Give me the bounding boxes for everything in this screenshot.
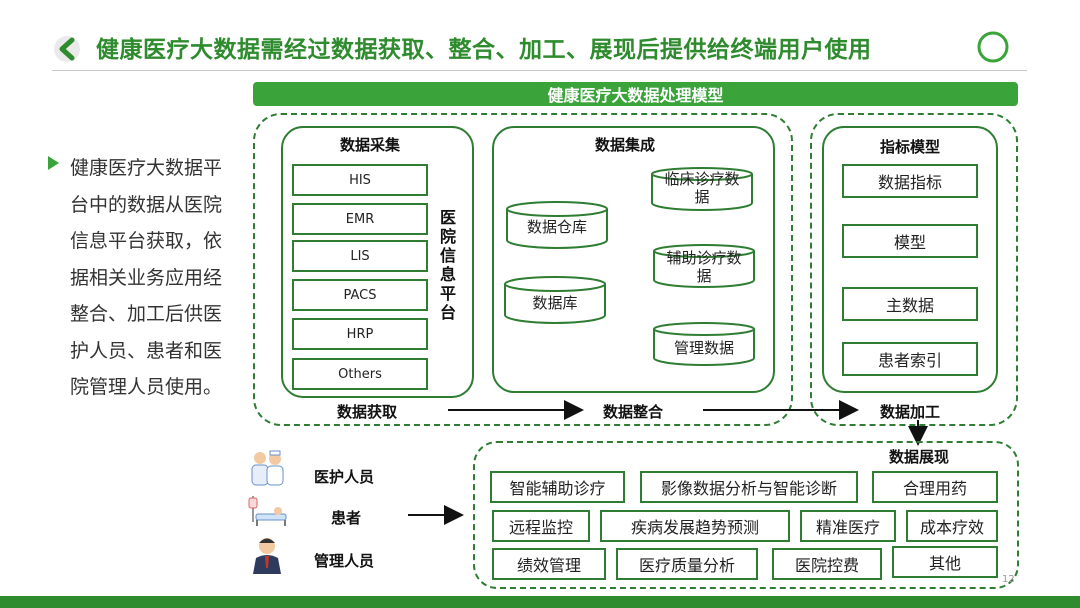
- indicator-item-3: 患者索引: [842, 342, 978, 376]
- system-box-lis: LIS: [292, 240, 428, 272]
- system-box-emr: EMR: [292, 203, 428, 235]
- app-cost-control: 医院控费: [772, 548, 882, 580]
- clinical-data-cylinder: [651, 167, 753, 211]
- patient-icon: [248, 496, 287, 526]
- applications-container: [473, 441, 1019, 589]
- indicator-item-0: 数据指标: [842, 164, 978, 198]
- processing-container: [253, 113, 793, 426]
- indicator-container: [810, 113, 1018, 426]
- user-label-manager: 管理人员: [314, 552, 375, 570]
- model-banner: 健康医疗大数据处理模型: [253, 82, 1018, 106]
- assist-data-cylinder: [653, 244, 755, 288]
- acquisition-title: 数据采集: [339, 136, 400, 154]
- app-remote-monitoring: 远程监控: [492, 510, 590, 542]
- store-right-2: 管理数据: [673, 339, 734, 357]
- manager-icon: [253, 538, 281, 574]
- flow-acquire-label: 数据获取: [337, 403, 398, 421]
- store-left-0: 数据仓库: [526, 218, 587, 236]
- indicator-item-2: 主数据: [842, 287, 978, 321]
- app-smart-assist-diagnosis: 智能辅助诊疗: [490, 471, 625, 503]
- store-right-1: 辅助诊疗数据: [666, 249, 742, 285]
- data-warehouse-cylinder: [506, 201, 608, 249]
- title-end-circle-icon: [977, 31, 1009, 63]
- integration-panel: [492, 126, 775, 393]
- app-rational-drug-use: 合理用药: [872, 471, 998, 503]
- doctor-nurse-icon: [251, 450, 284, 486]
- app-disease-trend-prediction: 疾病发展趋势预测: [600, 510, 790, 542]
- app-precision-medicine: 精准医疗: [800, 510, 896, 542]
- system-box-pacs: PACS: [292, 279, 428, 311]
- page-number: 12: [1002, 574, 1015, 585]
- database-cylinder: [504, 276, 606, 324]
- app-cost-effectiveness: 成本疗效: [906, 510, 998, 542]
- indicator-item-1: 模型: [842, 224, 978, 258]
- app-imaging-analysis: 影像数据分析与智能诊断: [640, 471, 858, 503]
- title-divider: [52, 70, 1027, 71]
- app-quality-analysis: 医疗质量分析: [616, 548, 758, 580]
- management-data-cylinder: [653, 322, 755, 366]
- back-chevron-icon[interactable]: [50, 34, 86, 64]
- bullet-triangle-icon: [48, 156, 59, 170]
- indicator-title: 指标模型: [879, 138, 940, 156]
- app-others: 其他: [892, 546, 998, 578]
- app-performance-management: 绩效管理: [492, 548, 606, 580]
- flow-process-label: 数据加工: [880, 403, 941, 421]
- acquisition-panel: [281, 126, 474, 398]
- description-text: 健康医疗大数据平台中的数据从医院信息平台获取，依据相关业务应用经整合、加工后供医…: [70, 157, 223, 398]
- page-title: 健康医疗大数据需经过数据获取、整合、加工、展现后提供给终端用户使用: [96, 37, 872, 63]
- system-box-hrp: HRP: [292, 318, 428, 350]
- system-box-his: HIS: [292, 164, 428, 196]
- user-label-patient: 患者: [331, 509, 362, 527]
- hospital-platform-label: 医院信息平台: [439, 208, 456, 322]
- indicator-panel: [822, 126, 998, 393]
- bottom-bar: [0, 596, 1080, 608]
- user-label-medical: 医护人员: [314, 468, 375, 486]
- flow-integrate-label: 数据整合: [603, 403, 664, 421]
- store-left-1: 数据库: [532, 294, 578, 312]
- store-right-0: 临床诊疗数据: [664, 170, 740, 206]
- integration-title: 数据集成: [594, 136, 655, 154]
- system-box-others: Others: [292, 358, 428, 390]
- flow-present-label: 数据展现: [889, 448, 950, 466]
